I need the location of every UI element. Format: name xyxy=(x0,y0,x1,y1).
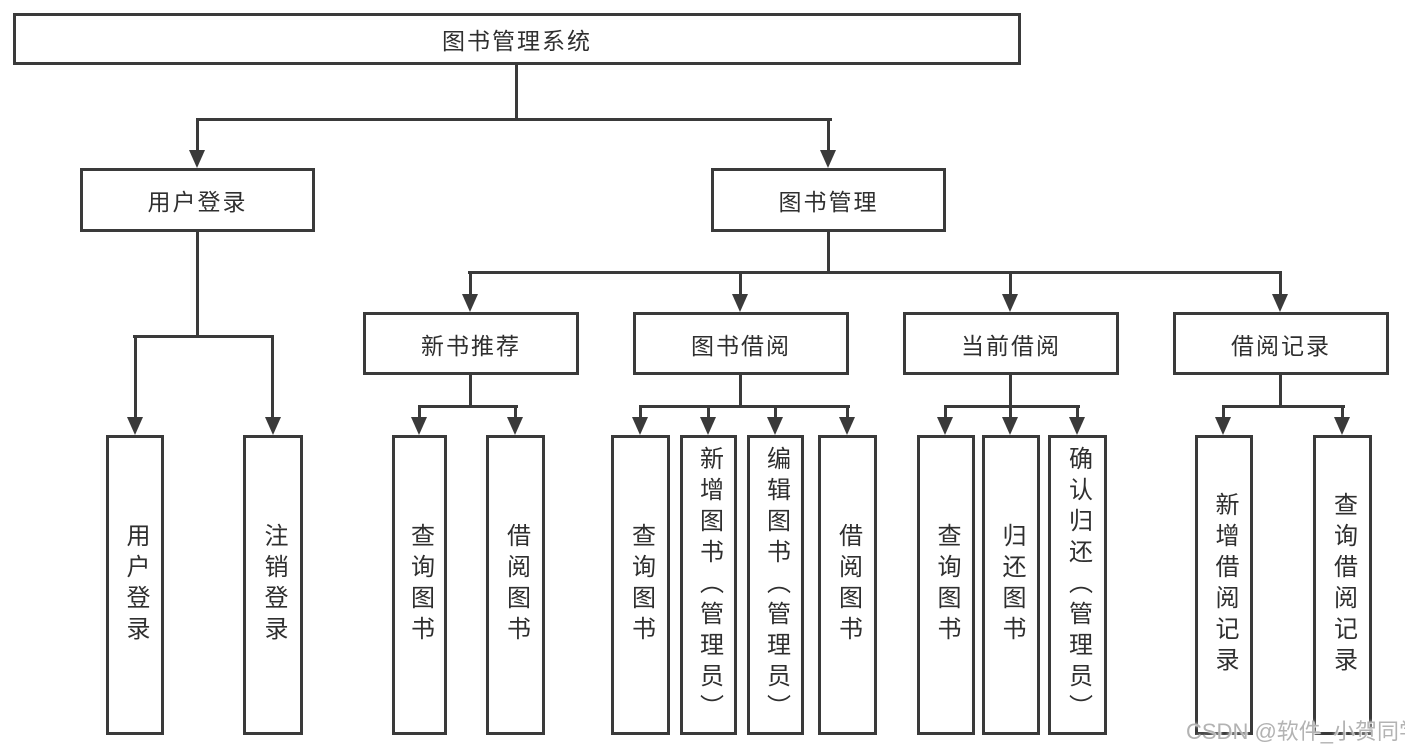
arrowhead-down xyxy=(507,417,523,435)
leaf-return-books: 归还图书 xyxy=(982,435,1040,735)
node-label: 新增图书（管理员） xyxy=(695,445,723,725)
node-label: 用户登录 xyxy=(147,189,248,215)
node-label: 归还图书 xyxy=(998,523,1025,647)
arrowhead-down xyxy=(1002,417,1018,435)
leaf-query-books-2: 查询图书 xyxy=(611,435,670,735)
arrowhead-down xyxy=(1272,294,1288,312)
leaf-borrow-books-1: 借阅图书 xyxy=(486,435,545,735)
node-library-management-system: 图书管理系统 xyxy=(13,13,1021,65)
arrowhead-down xyxy=(937,417,953,435)
leaf-add-borrow-record: 新增借阅记录 xyxy=(1195,435,1253,735)
arrowhead-down xyxy=(839,417,855,435)
leaf-borrow-books-2: 借阅图书 xyxy=(818,435,877,735)
connector-line xyxy=(515,65,518,118)
node-label: 借阅记录 xyxy=(1231,332,1331,359)
connector-line xyxy=(739,375,742,405)
connector-line xyxy=(196,118,199,150)
leaf-edit-books-admin: 编辑图书（管理员） xyxy=(747,435,804,735)
arrowhead-down xyxy=(1069,417,1085,435)
connector-line xyxy=(1009,405,1012,417)
connector-line xyxy=(271,335,274,417)
connector-line xyxy=(1222,405,1345,408)
node-borrowing-records: 借阅记录 xyxy=(1173,312,1389,375)
connector-line xyxy=(1009,271,1012,294)
connector-line xyxy=(514,405,517,417)
arrowhead-down xyxy=(700,417,716,435)
node-label: 新书推荐 xyxy=(421,332,521,359)
node-label: 确认归还（管理员） xyxy=(1064,445,1092,725)
node-label: 借阅图书 xyxy=(502,523,530,647)
connector-line xyxy=(469,375,472,405)
leaf-user-login: 用户登录 xyxy=(106,435,164,735)
connector-line xyxy=(468,271,1282,274)
arrowhead-down xyxy=(1334,417,1350,435)
connector-line xyxy=(1009,375,1012,405)
leaf-query-books-1: 查询图书 xyxy=(392,435,447,735)
connector-line xyxy=(846,405,849,417)
connector-line xyxy=(1222,405,1225,417)
connector-line xyxy=(827,232,830,271)
connector-line xyxy=(944,405,1080,408)
node-label: 编辑图书（管理员） xyxy=(762,445,790,725)
node-new-book-recommendation: 新书推荐 xyxy=(363,312,579,375)
node-label: 注销登录 xyxy=(260,523,287,647)
leaf-query-borrow-record: 查询借阅记录 xyxy=(1313,435,1372,735)
arrowhead-down xyxy=(1002,294,1018,312)
arrowhead-down xyxy=(767,417,783,435)
node-label: 新增借阅记录 xyxy=(1211,492,1238,678)
leaf-logout: 注销登录 xyxy=(243,435,303,735)
arrowhead-down xyxy=(127,417,143,435)
node-label: 查询借阅记录 xyxy=(1329,492,1357,678)
node-label: 查询图书 xyxy=(406,523,434,647)
leaf-add-books-admin: 新增图书（管理员） xyxy=(680,435,737,735)
arrowhead-down xyxy=(189,150,205,168)
node-label: 查询图书 xyxy=(627,523,655,647)
arrowhead-down xyxy=(462,294,478,312)
node-book-management: 图书管理 xyxy=(711,168,946,232)
arrowhead-down xyxy=(265,417,281,435)
connector-line xyxy=(1341,405,1344,417)
connector-line xyxy=(1279,375,1282,405)
connector-line xyxy=(196,118,832,121)
connector-line xyxy=(1076,405,1079,417)
arrowhead-down xyxy=(820,150,836,168)
connector-line xyxy=(418,405,421,417)
leaf-query-books-3: 查询图书 xyxy=(917,435,975,735)
connector-line xyxy=(639,405,850,408)
connector-line xyxy=(707,405,710,417)
connector-line xyxy=(133,335,274,338)
node-label: 图书借阅 xyxy=(691,332,791,359)
node-label: 用户登录 xyxy=(122,523,149,647)
connector-line xyxy=(739,271,742,294)
arrowhead-down xyxy=(732,294,748,312)
leaf-confirm-return-admin: 确认归还（管理员） xyxy=(1048,435,1107,735)
arrowhead-down xyxy=(1215,417,1231,435)
watermark: CSDN @软件_小贺同学 xyxy=(1186,719,1405,744)
arrowhead-down xyxy=(632,417,648,435)
node-label: 图书管理 xyxy=(778,189,879,215)
node-book-borrowing: 图书借阅 xyxy=(633,312,849,375)
node-label: 查询图书 xyxy=(933,523,960,647)
connector-line xyxy=(196,232,199,335)
connector-line xyxy=(774,405,777,417)
connector-line xyxy=(944,405,947,417)
arrowhead-down xyxy=(411,417,427,435)
node-label: 借阅图书 xyxy=(834,523,862,647)
node-current-borrowing: 当前借阅 xyxy=(903,312,1119,375)
node-label: 图书管理系统 xyxy=(442,28,592,54)
node-user-login: 用户登录 xyxy=(80,168,315,232)
connector-line xyxy=(639,405,642,417)
connector-line xyxy=(827,118,830,150)
node-label: 当前借阅 xyxy=(961,332,1061,359)
connector-line xyxy=(418,405,518,408)
connector-line xyxy=(134,335,137,417)
connector-line xyxy=(469,271,472,294)
connector-line xyxy=(1279,271,1282,294)
